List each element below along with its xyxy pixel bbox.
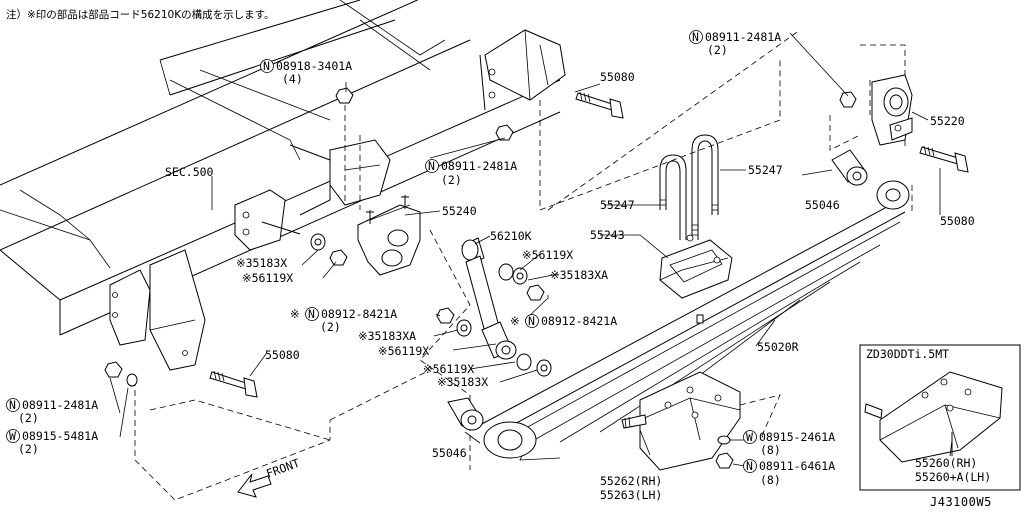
- part-labels: SEC.500 55080 55080 55080 55220 55240 55…: [6, 30, 991, 502]
- label-55046-rear[interactable]: 55046: [805, 198, 840, 212]
- header-note: 注）※印の部品は部品コード56210Kの構成を示します。: [6, 8, 275, 21]
- svg-text:(2): (2): [18, 442, 39, 456]
- label-55247-left[interactable]: 55247: [600, 198, 635, 212]
- svg-text:(2): (2): [18, 411, 39, 425]
- bolt-55080-right: [919, 145, 969, 173]
- label-55020r[interactable]: 55020R: [757, 340, 799, 354]
- label-08912-8421a-right[interactable]: ※ N 08912-8421A: [510, 314, 617, 328]
- label-35183x-bottom[interactable]: ※35183X: [437, 375, 488, 389]
- svg-text:(2): (2): [320, 320, 341, 334]
- diagram-code: J43100W5: [930, 495, 992, 509]
- svg-text:08911-6461A: 08911-6461A: [759, 459, 835, 473]
- label-56119x-bottom[interactable]: ※56119X: [423, 362, 474, 376]
- svg-text:W: W: [9, 429, 16, 443]
- label-08918-3401a[interactable]: N 08918-3401A (4): [260, 59, 353, 86]
- svg-text:N: N: [528, 314, 535, 328]
- svg-text:W: W: [746, 430, 753, 444]
- label-55220[interactable]: 55220: [930, 114, 965, 128]
- front-arrow-icon: [237, 473, 272, 498]
- svg-text:(2): (2): [707, 43, 728, 57]
- svg-text:08912-8421A: 08912-8421A: [321, 307, 397, 321]
- label-55046-front[interactable]: 55046: [432, 446, 467, 460]
- label-08911-2481a-top[interactable]: N 08911-2481A (2): [689, 30, 782, 57]
- spring-seat-55243: [659, 234, 733, 299]
- svg-text:※: ※: [290, 307, 300, 321]
- label-55260[interactable]: 55260(RH): [915, 456, 977, 470]
- svg-text:08911-2481A: 08911-2481A: [22, 398, 98, 412]
- nut-56119x-left: [329, 249, 348, 266]
- svg-text:N: N: [308, 307, 315, 321]
- label-56119x-left[interactable]: ※56119X: [242, 271, 293, 285]
- nut-top: [335, 87, 354, 104]
- bushing-55046-rear: [831, 149, 868, 186]
- inset-box: ZD30DDTi.5MT: [859, 344, 1021, 491]
- label-35183xa-lower[interactable]: ※35183XA: [358, 329, 416, 343]
- label-sec500[interactable]: SEC.500: [165, 165, 214, 179]
- label-55262[interactable]: 55262(RH): [600, 474, 662, 488]
- svg-text:※: ※: [510, 314, 520, 328]
- svg-text:(8): (8): [760, 473, 781, 487]
- chassis-frame: [0, 0, 566, 371]
- label-55243[interactable]: 55243: [590, 228, 625, 242]
- label-56119x-upper[interactable]: ※56119X: [522, 248, 573, 262]
- front-label: FRONT: [264, 456, 301, 481]
- label-55080-right[interactable]: 55080: [940, 214, 975, 228]
- bolt-55080-lower: [209, 370, 258, 398]
- label-08911-2481a-mid[interactable]: N 08911-2481A (2): [425, 159, 518, 187]
- svg-text:(2): (2): [441, 173, 462, 187]
- inset-title: ZD30DDTi.5MT: [866, 347, 949, 361]
- label-08911-2481a-lower[interactable]: N 08911-2481A (2): [6, 398, 99, 425]
- shock-lower-parts: [436, 307, 552, 377]
- label-08915-2461a[interactable]: W 08915-2461A (8): [743, 430, 836, 457]
- svg-text:N: N: [692, 30, 699, 44]
- leaf-spring: [479, 180, 910, 461]
- label-55260a[interactable]: 55260+A(LH): [915, 470, 991, 484]
- label-55240[interactable]: 55240: [442, 204, 477, 218]
- svg-text:(4): (4): [282, 72, 303, 86]
- label-56210k[interactable]: 56210K: [490, 229, 532, 243]
- svg-text:08915-5481A: 08915-5481A: [22, 429, 98, 443]
- svg-text:N: N: [428, 159, 435, 173]
- washer-35183x-left: [310, 233, 326, 251]
- label-55080-lower[interactable]: 55080: [265, 348, 300, 362]
- label-35183x-left[interactable]: ※35183X: [236, 256, 287, 270]
- label-55263[interactable]: 55263(LH): [600, 488, 662, 502]
- shock-absorber-56210k: [461, 237, 517, 360]
- nut-lower-left: [104, 361, 138, 387]
- svg-text:08911-2481A: 08911-2481A: [441, 159, 517, 173]
- leader-lines: [109, 32, 953, 467]
- svg-text:N: N: [746, 459, 753, 473]
- label-56119x-lower[interactable]: ※56119X: [378, 344, 429, 358]
- label-55247-right[interactable]: 55247: [748, 163, 783, 177]
- svg-text:N: N: [263, 59, 270, 73]
- nut-shackle: [839, 91, 857, 108]
- svg-text:N: N: [9, 398, 16, 412]
- bolt-55080-top: [575, 91, 624, 119]
- svg-text:(8): (8): [760, 443, 781, 457]
- svg-text:08912-8421A: 08912-8421A: [541, 314, 617, 328]
- svg-text:08918-3401A: 08918-3401A: [276, 59, 352, 73]
- bump-stopper-55240: [357, 195, 421, 276]
- u-bolt-55247: [659, 134, 719, 240]
- bushing-55046-front: [447, 397, 484, 431]
- label-35183xa-upper[interactable]: ※35183XA: [550, 268, 608, 282]
- label-08911-6461a[interactable]: N 08911-6461A (8): [743, 459, 836, 487]
- svg-text:08911-2481A: 08911-2481A: [705, 30, 781, 44]
- shock-upper-parts: [498, 263, 545, 301]
- label-08915-5481a[interactable]: W 08915-5481A (2): [6, 429, 99, 456]
- label-08912-8421a-left[interactable]: ※ N 08912-8421A (2): [290, 307, 397, 334]
- svg-text:08915-2461A: 08915-2461A: [759, 430, 835, 444]
- spring-plate-55262: [621, 371, 741, 471]
- label-55080-top[interactable]: 55080: [600, 70, 635, 84]
- nut-mid: [495, 124, 514, 141]
- shackle-55220: [871, 74, 913, 146]
